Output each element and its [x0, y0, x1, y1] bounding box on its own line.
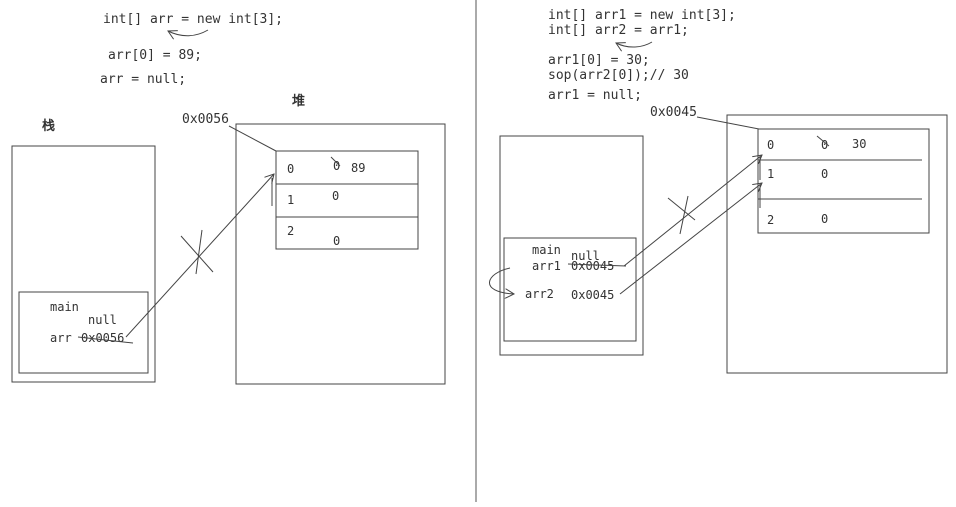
heap-address: 0x0056 — [182, 112, 229, 127]
right-panel: int[] arr1 = new int[3]; int[] arr2 = ar… — [489, 8, 948, 374]
stack-label: 栈 — [42, 118, 55, 134]
left-code-line-1: int[] arr = new int[3]; — [103, 12, 283, 27]
main-frame-box — [18, 291, 149, 374]
heap-box — [235, 123, 446, 385]
reference-cross-mark-right — [679, 195, 689, 235]
array-box-right — [757, 128, 930, 234]
array-right-value-2: 0 — [821, 212, 828, 226]
stack-box — [11, 145, 156, 383]
arr1-reference-arrow — [623, 155, 762, 267]
array-index-0: 0 — [287, 162, 294, 176]
arr-new-value: null — [88, 313, 117, 327]
array-right-index-1: 1 — [767, 167, 774, 181]
reference-cross-mark — [195, 229, 203, 275]
array-right-value-0: 30 — [852, 137, 866, 151]
array-value-1: 0 — [332, 189, 339, 203]
heap-box-right — [726, 114, 948, 374]
arr1-old-value-strike — [567, 263, 627, 267]
right-code-line-2: int[] arr2 = arr1; — [548, 23, 689, 38]
array-right-old-value-strike — [816, 135, 830, 147]
stack-box-right — [499, 135, 644, 356]
right-code-line-4: sop(arr2[0]);// 30 — [548, 68, 689, 83]
left-code-line-2: arr[0] = 89; — [108, 48, 202, 63]
array-value-0: 89 — [351, 161, 365, 175]
array-right-index-2: 2 — [767, 213, 774, 227]
array-index-2: 2 — [287, 224, 294, 238]
arr1-new-value: null — [571, 249, 600, 263]
arr2-assign-arrow — [489, 267, 514, 294]
array-old-value-strike — [330, 156, 341, 167]
right-code-underline-arrow — [616, 41, 653, 47]
arr2-value: 0x0045 — [571, 288, 614, 302]
array-value-2: 0 — [333, 234, 340, 248]
array-right-index-0: 0 — [767, 138, 774, 152]
arr-old-value: 0x0056 — [81, 331, 124, 345]
heap-address-right: 0x0045 — [650, 105, 697, 120]
right-code-line-3: arr1[0] = 30; — [548, 53, 650, 68]
array-right-old-value-0: 0 — [821, 138, 828, 152]
left-code-underline-arrow — [168, 29, 209, 36]
arr2-reference-arrow — [619, 183, 762, 295]
array-index-1: 1 — [287, 193, 294, 207]
heap-label: 堆 — [292, 93, 305, 109]
arr-reference-arrow — [125, 174, 274, 338]
heap-address-pointer-right — [696, 116, 760, 130]
heap-address-pointer — [228, 125, 277, 152]
main-frame-label-right: main — [532, 243, 561, 257]
right-code-line-1: int[] arr1 = new int[3]; — [548, 8, 736, 23]
main-frame-label: main — [50, 300, 79, 314]
arr-old-value-strike — [77, 336, 134, 344]
left-code-line-3: arr = null; — [100, 72, 186, 87]
arr1-var-name: arr1 — [532, 259, 561, 273]
left-panel: int[] arr = new int[3]; arr[0] = 89; arr… — [11, 12, 446, 385]
array-right-value-1: 0 — [821, 167, 828, 181]
right-code-line-5: arr1 = null; — [548, 88, 642, 103]
arr1-old-value: 0x0045 — [571, 259, 614, 273]
reference-cross-mark-right — [667, 197, 696, 221]
main-frame-box-right — [503, 237, 637, 342]
arr-var-name: arr — [50, 331, 72, 345]
array-box — [275, 150, 419, 250]
array-old-value-0: 0 — [333, 159, 340, 173]
reference-cross-mark — [180, 235, 214, 273]
arr2-var-name: arr2 — [525, 287, 554, 301]
